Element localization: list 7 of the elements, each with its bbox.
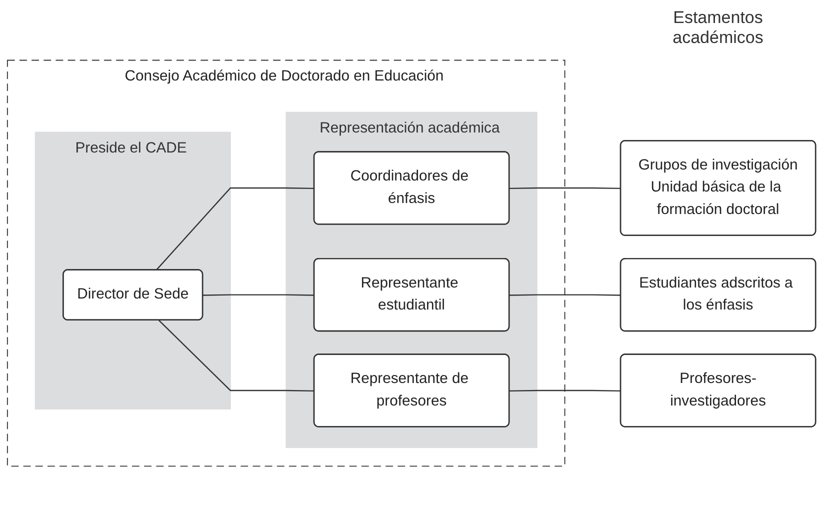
connector	[510, 187, 621, 190]
connector	[510, 294, 621, 296]
column-heading: Estamentos académicos	[672, 8, 764, 48]
connector	[158, 320, 314, 392]
connector	[156, 187, 314, 271]
connector	[203, 294, 314, 296]
connector	[510, 390, 621, 392]
